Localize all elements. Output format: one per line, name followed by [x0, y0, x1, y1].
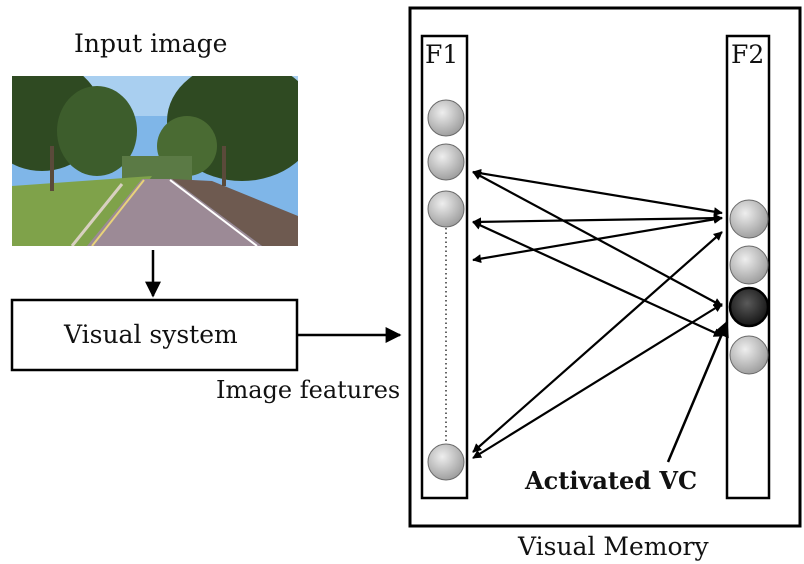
- f2-node-activated: [728, 286, 770, 328]
- visual-system-box: [10, 298, 299, 372]
- connection-arrow: [472, 231, 723, 453]
- image-features-label: Image features: [216, 376, 401, 404]
- f2-nodes: [728, 199, 770, 375]
- activated-pointer-arrow: [666, 320, 729, 463]
- f2-label: F2: [731, 40, 765, 69]
- f2-node: [729, 199, 769, 239]
- f1-node: [427, 190, 465, 228]
- input-road-image: [12, 76, 298, 246]
- visual-system-label: Visual system: [64, 320, 238, 349]
- f1-node: [427, 99, 465, 137]
- input-image-label: Input image: [74, 29, 228, 58]
- connection-arrow: [472, 303, 723, 459]
- connection-arrow: [472, 213, 723, 227]
- f1-label: F1: [425, 40, 459, 69]
- f1-node: [427, 443, 465, 481]
- f1-column: [420, 34, 469, 500]
- f2-node: [729, 335, 769, 375]
- visual-memory-label: Visual Memory: [518, 532, 709, 561]
- f1-node: [427, 143, 465, 181]
- f2-column: [725, 34, 771, 500]
- visual-memory-frame: [408, 6, 802, 528]
- f2-node: [729, 245, 769, 285]
- connections: [472, 168, 723, 459]
- f1-nodes: [427, 99, 465, 481]
- activated-vc-label: Activated VC: [525, 466, 698, 495]
